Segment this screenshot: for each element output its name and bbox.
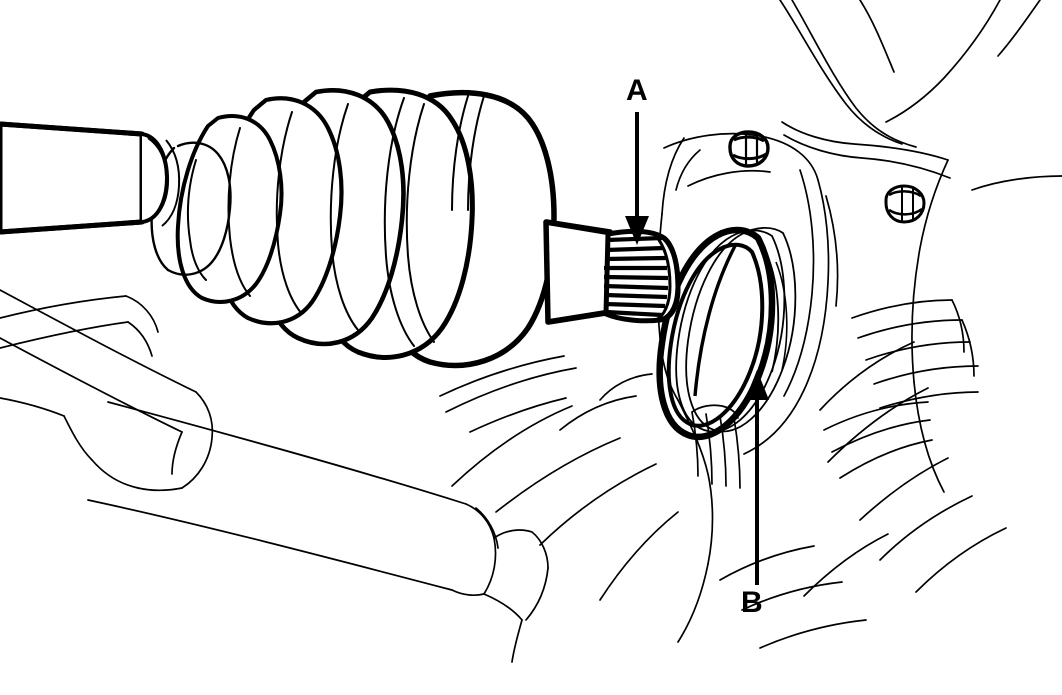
callout-arrow-a (625, 112, 649, 245)
transaxle-housing (439, 0, 1062, 649)
suspension-link-upper (0, 295, 159, 357)
axle-shaft-splines (603, 228, 681, 324)
housing-bolt-right (884, 184, 926, 224)
axle-shaft-outboard (543, 219, 613, 325)
housing-bolt-upper (728, 130, 770, 168)
axle-shaft-inboard (0, 121, 170, 235)
suspension-link-lower (0, 289, 214, 492)
axle-shaft-inboard-detail (147, 137, 181, 227)
stabilizer-bar (87, 401, 549, 663)
callout-label-b: B (741, 586, 763, 619)
transaxle-seal-bore (656, 226, 797, 441)
callout-arrow-b (745, 370, 769, 585)
callout-label-a: A (626, 74, 648, 107)
cv-joint-boot (150, 87, 557, 369)
